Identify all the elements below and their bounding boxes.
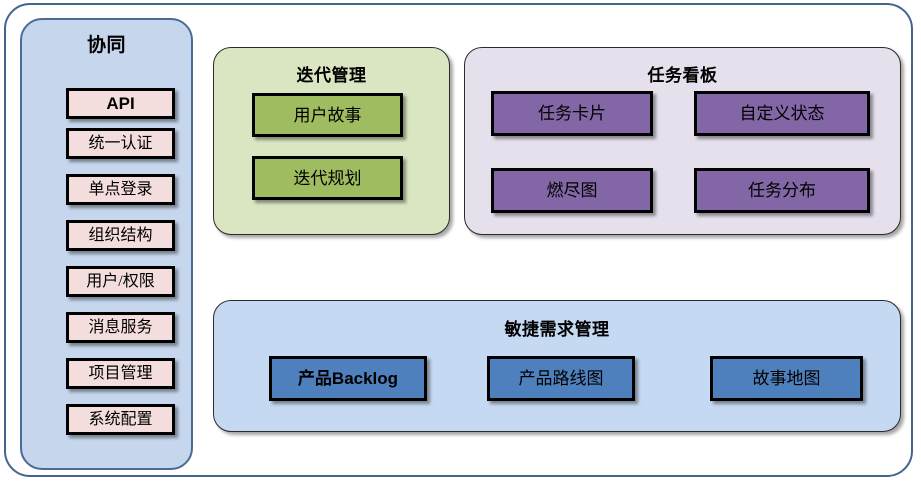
panel-task-board-title: 任务看板 xyxy=(647,66,718,85)
taskboard-item-task-distribution[interactable]: 任务分布 xyxy=(694,168,870,213)
agile-item-product-backlog[interactable]: 产品Backlog xyxy=(269,356,427,401)
panel-collaboration-title: 协同 xyxy=(86,35,126,56)
sidebar-item-system-config[interactable]: 系统配置 xyxy=(66,404,175,435)
panel-task-board[interactable]: 任务看板 任务卡片 自定义状态 燃尽图 任务分布 xyxy=(464,47,901,235)
iteration-item-iteration-planning[interactable]: 迭代规划 xyxy=(252,156,403,200)
sidebar-item-user-permission[interactable]: 用户/权限 xyxy=(66,266,175,297)
taskboard-item-burndown-chart[interactable]: 燃尽图 xyxy=(491,168,653,213)
panel-collaboration[interactable]: 协同 API 统一认证 单点登录 组织结构 用户/权限 消息服务 项目管理 系统… xyxy=(20,18,193,470)
iteration-item-user-story[interactable]: 用户故事 xyxy=(252,93,403,137)
panel-agile-requirement-management-title: 敏捷需求管理 xyxy=(504,320,610,339)
sidebar-item-sso[interactable]: 单点登录 xyxy=(66,174,175,205)
panel-iteration-management[interactable]: 迭代管理 用户故事 迭代规划 xyxy=(213,47,450,235)
sidebar-item-unified-auth[interactable]: 统一认证 xyxy=(66,128,175,159)
sidebar-item-project-management[interactable]: 项目管理 xyxy=(66,358,175,389)
taskboard-item-custom-status[interactable]: 自定义状态 xyxy=(694,91,870,136)
sidebar-item-org-structure[interactable]: 组织结构 xyxy=(66,220,175,251)
sidebar-item-message-service[interactable]: 消息服务 xyxy=(66,312,175,343)
agile-item-story-map[interactable]: 故事地图 xyxy=(710,356,863,401)
taskboard-item-task-card[interactable]: 任务卡片 xyxy=(491,91,653,136)
panel-iteration-management-title: 迭代管理 xyxy=(296,66,367,85)
agile-item-product-roadmap[interactable]: 产品路线图 xyxy=(487,356,635,401)
sidebar-item-api[interactable]: API xyxy=(66,88,175,119)
panel-agile-requirement-management[interactable]: 敏捷需求管理 产品Backlog 产品路线图 故事地图 xyxy=(213,300,901,432)
